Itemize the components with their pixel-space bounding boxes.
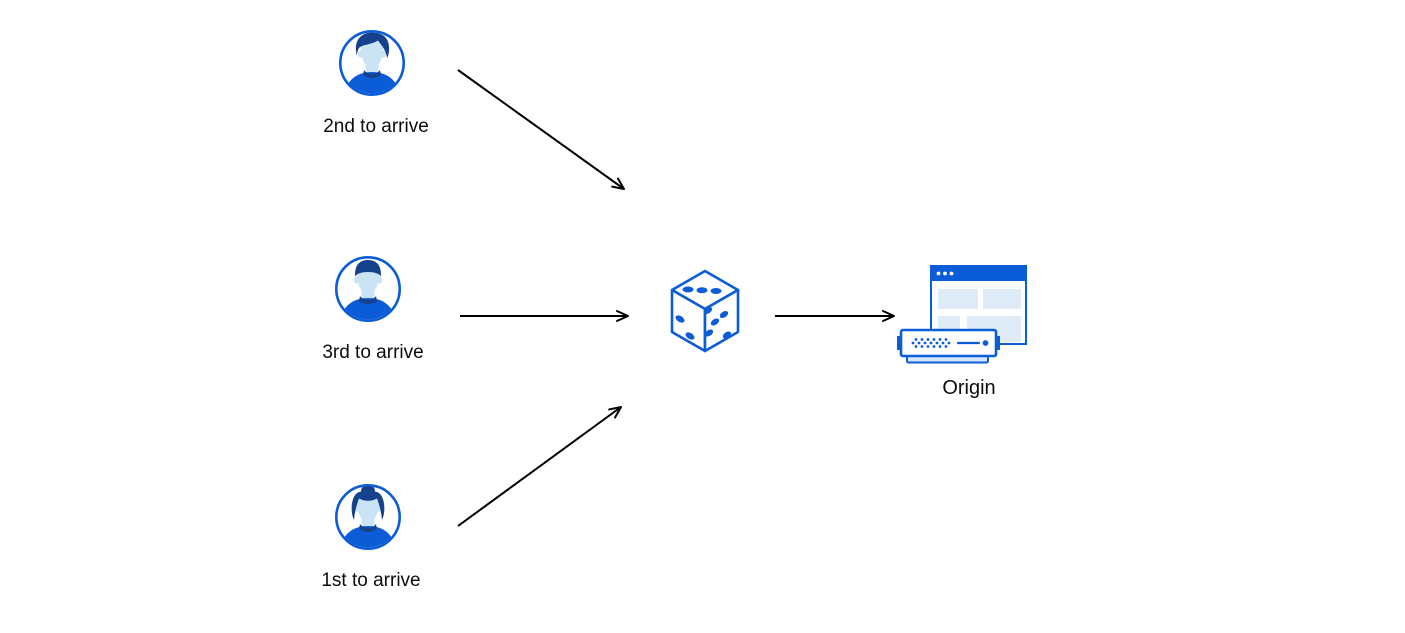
male-avatar-icon <box>334 255 402 323</box>
origin-server-browser-icon <box>897 265 1027 364</box>
arrow-first-to-dice <box>457 406 622 527</box>
visitor-first-node <box>334 483 402 556</box>
dice-icon <box>670 269 740 353</box>
visitor-third-label: 3rd to arrive <box>322 342 424 363</box>
visitor-second-label: 2nd to arrive <box>323 116 429 137</box>
random-selector-node <box>668 268 742 359</box>
female-avatar-icon <box>334 483 402 551</box>
origin-label: Origin <box>942 377 996 399</box>
male-avatar-icon <box>338 29 406 97</box>
visitor-first-label: 1st to arrive <box>321 570 421 591</box>
arrow-second-to-dice <box>457 69 625 190</box>
origin-node <box>896 262 1030 371</box>
visitor-second-node <box>338 29 406 102</box>
visitor-third-node <box>334 255 402 328</box>
